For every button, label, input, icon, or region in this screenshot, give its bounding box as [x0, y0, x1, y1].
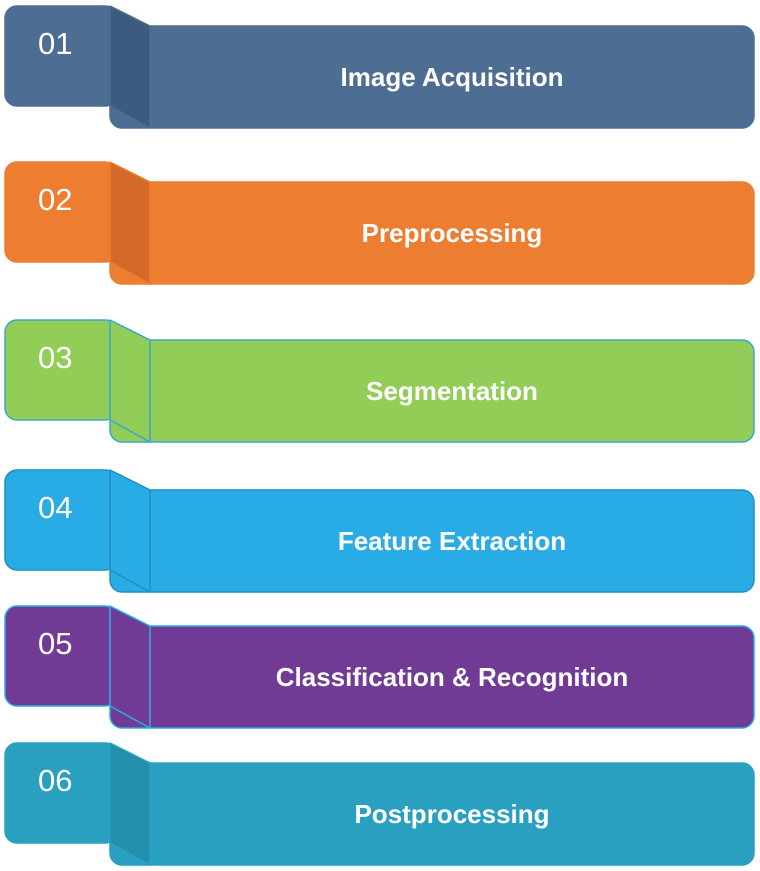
step-number: 03	[38, 340, 73, 375]
step-number: 02	[38, 182, 73, 217]
step-label: Preprocessing	[361, 217, 543, 248]
step-fold	[109, 161, 151, 285]
step-number: 06	[38, 763, 73, 798]
step-fold	[109, 605, 151, 729]
step-ribbon	[4, 742, 755, 866]
step-ribbon	[4, 469, 755, 593]
step-fold	[109, 319, 151, 443]
step-ribbon	[4, 319, 755, 443]
step-label: Segmentation	[366, 375, 538, 406]
step-number: 05	[38, 626, 73, 661]
step-ribbon	[4, 5, 755, 129]
step-ribbon	[4, 605, 755, 729]
step-fold	[109, 469, 151, 593]
step-fold	[109, 5, 151, 129]
step-label: Postprocessing	[354, 798, 550, 829]
step-number: 01	[38, 26, 73, 61]
step-label: Image Acquisition	[340, 61, 564, 92]
step-label: Feature Extraction	[337, 525, 567, 556]
step-ribbon	[4, 161, 755, 285]
step-fold	[109, 742, 151, 866]
step-number: 04	[38, 490, 73, 525]
step-label: Classification & Recognition	[275, 661, 629, 692]
